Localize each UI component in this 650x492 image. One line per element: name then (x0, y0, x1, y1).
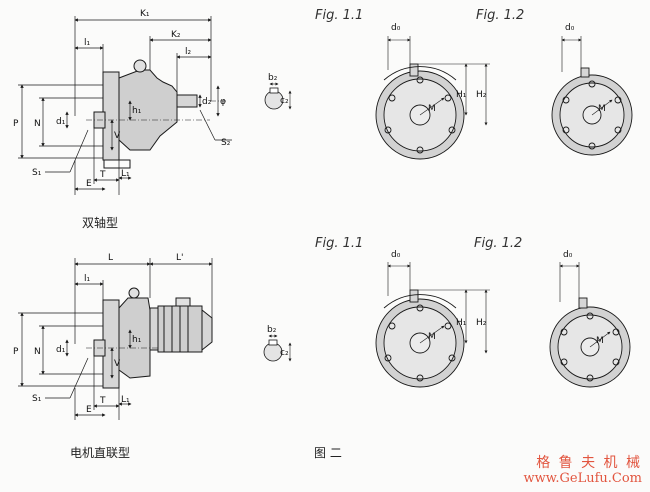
dim-h1-label: h₁ (132, 106, 142, 116)
dim-s2-label: S₂ (221, 138, 231, 148)
dim-l2-label: l₂ (185, 47, 192, 57)
watermark-chinese: 格 鲁 夫 机 械 (536, 455, 642, 471)
direct-motor-labels: L L' l₁ P N d₁ V h₁ T E L₁ S₁ (13, 253, 184, 415)
direct-motor-side-view (86, 287, 213, 389)
dim-k1-label: K₁ (140, 9, 150, 19)
dim-m-bottom-label: M (428, 332, 436, 342)
dim-m-bottom2-label: M (596, 336, 604, 346)
dim-h1-top-label: H₁ (456, 90, 467, 100)
dim-p-bottom-label: P (13, 347, 19, 357)
dim-l1-label: l₁ (84, 38, 91, 48)
watermark-url: www.GeLufu.Com (523, 471, 642, 486)
double-shaft-labels: K₁ l₁ K₂ l₂ P N d₁ V h₁ d₂ φ T E L₁ S₁ S… (13, 9, 231, 189)
double-shaft-dimensions (18, 16, 232, 195)
dim-d1-label: d₁ (56, 117, 66, 127)
dim-t-bottom-label: T (99, 396, 106, 406)
dim-e-bottom-label: E (86, 405, 92, 415)
dim-v-label: V (114, 131, 121, 141)
dim-b2-label: b₂ (268, 73, 278, 83)
fig-label-top-right: Fig. 1.2 (476, 8, 525, 23)
caption-figure-two: 图 二 (314, 446, 342, 460)
dim-h1-bottom-face-label: H₁ (456, 318, 467, 328)
dim-h2-bottom-face-label: H₂ (476, 318, 487, 328)
dim-n-label: N (34, 119, 41, 129)
flange-face-fig11-bottom (375, 262, 490, 388)
fig-label-bottom-right: Fig. 1.2 (474, 236, 523, 251)
dim-v-bottom-label: V (114, 359, 121, 369)
dim-n-bottom-label: N (34, 347, 41, 357)
dim-l-label: L (108, 253, 113, 263)
dim-k2-label: K₂ (171, 30, 181, 40)
key-section-top (264, 82, 292, 110)
direct-motor-dimensions (18, 258, 213, 420)
dim-phi-label: φ (220, 97, 226, 107)
dim-s1-label: S₁ (32, 168, 42, 178)
dim-d0-top2-label: d₀ (565, 23, 575, 33)
fig-label-top-left: Fig. 1.1 (315, 8, 364, 23)
double-shaft-side-view (86, 59, 226, 169)
dim-h2-top-label: H₂ (476, 90, 487, 100)
dim-d0-bottom-label: d₀ (391, 250, 401, 260)
fig-label-bottom-left: Fig. 1.1 (315, 236, 364, 251)
dim-b2-bottom-label: b₂ (267, 325, 277, 335)
dim-s1-bottom-label: S₁ (32, 394, 42, 404)
dim-l1b-bottom-label: L₁ (121, 395, 130, 405)
dim-p-label: P (13, 119, 19, 129)
dim-m-top-label: M (428, 104, 436, 114)
caption-direct-motor: 电机直联型 (70, 446, 131, 460)
dim-h1-bottom-label: h₁ (132, 335, 142, 345)
dim-c2-label: c₂ (280, 96, 289, 106)
dim-d0-top-label: d₀ (391, 23, 401, 33)
dim-e-label: E (86, 179, 92, 189)
dim-t-label: T (99, 170, 106, 180)
caption-double-shaft: 双轴型 (82, 216, 119, 230)
dim-l1b-label: L₁ (121, 169, 130, 179)
dim-d2-label: d₂ (202, 97, 212, 107)
dim-m-top2-label: M (598, 104, 606, 114)
flange-face-fig12-top (551, 36, 633, 156)
dim-l1-bottom-label: l₁ (84, 274, 91, 284)
dim-lprime-label: L' (176, 253, 184, 263)
key-section-bottom (263, 334, 292, 362)
flange-face-fig12-bottom (549, 262, 631, 388)
dim-d0-bottom2-label: d₀ (563, 250, 573, 260)
flange-face-fig11-top (375, 36, 490, 160)
dim-d1-bottom-label: d₁ (56, 345, 66, 355)
dim-c2-bottom-label: c₂ (280, 348, 289, 358)
